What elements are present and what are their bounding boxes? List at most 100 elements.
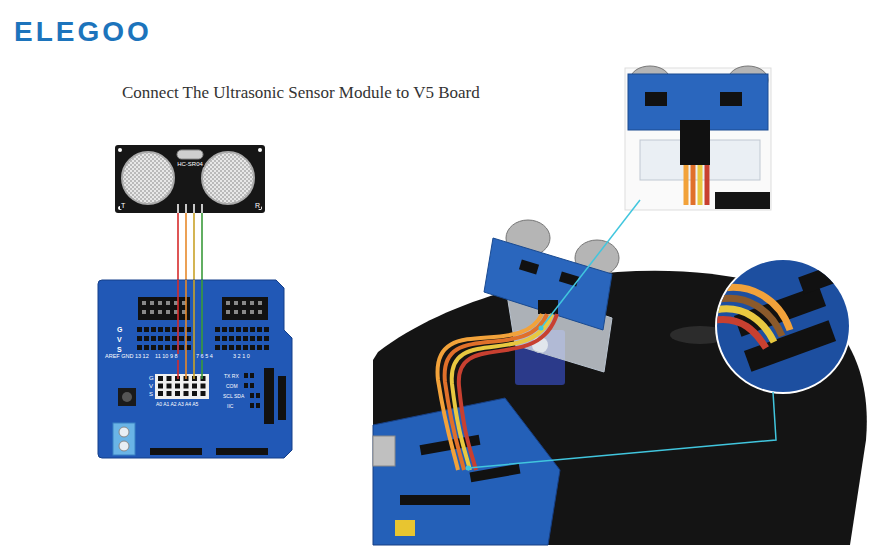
pin <box>179 327 184 332</box>
pin-header <box>278 376 286 420</box>
sensor-pin <box>193 204 195 213</box>
pin <box>151 336 156 341</box>
pin <box>144 345 149 350</box>
reset-button <box>118 388 136 406</box>
pin <box>215 336 220 341</box>
pin <box>172 327 177 332</box>
sensor-wire <box>177 213 179 280</box>
pin <box>175 391 180 396</box>
pin <box>150 310 154 314</box>
brand-logo: ELEGOO <box>14 18 152 46</box>
pin <box>179 336 184 341</box>
sensor-wire <box>193 213 195 280</box>
pin <box>201 384 206 389</box>
wire <box>705 165 710 205</box>
car-board <box>373 398 560 545</box>
v5-shield-board: GVSAREF GND 13 1211 10 9 87 6 5 43 2 1 0… <box>98 280 292 462</box>
pin-header <box>264 368 274 424</box>
pin <box>158 301 162 305</box>
pin <box>142 301 146 305</box>
pin-label: IIC <box>226 404 234 409</box>
pin-header <box>798 264 842 295</box>
pin <box>226 310 230 314</box>
pin <box>158 310 162 314</box>
pin-label: V <box>116 336 123 343</box>
pin <box>158 384 163 389</box>
chip <box>559 272 579 287</box>
pin <box>229 345 234 350</box>
pin <box>222 345 227 350</box>
pin <box>244 373 248 378</box>
terminal-block <box>113 423 135 455</box>
pin <box>243 336 248 341</box>
wire <box>715 319 766 348</box>
sensor-wire <box>185 213 187 280</box>
wire <box>185 280 187 379</box>
wire <box>691 165 696 205</box>
pin <box>250 393 254 398</box>
pin-numbers: 11 10 9 8 <box>154 354 179 360</box>
pin <box>242 301 246 305</box>
pin <box>137 336 142 341</box>
closeup-frame <box>625 68 771 210</box>
pin <box>243 345 248 350</box>
pin <box>229 327 234 332</box>
capacitor <box>395 520 415 536</box>
pin <box>166 310 170 314</box>
pin <box>179 345 184 350</box>
pin <box>158 391 163 396</box>
pin <box>137 327 142 332</box>
pin-header <box>400 495 470 505</box>
pin-label: G <box>148 375 155 381</box>
pin <box>258 310 262 314</box>
pin <box>264 336 269 341</box>
chip <box>519 260 539 275</box>
reset-button <box>122 392 132 402</box>
pin <box>144 327 149 332</box>
closeup-circle <box>710 255 860 400</box>
pin-label: S <box>148 391 154 397</box>
pin <box>215 327 220 332</box>
pin <box>151 345 156 350</box>
pin <box>158 376 163 381</box>
pin <box>256 403 260 408</box>
pin-numbers: 7 6 5 4 <box>195 354 214 360</box>
pin-numbers: AREF GND 13 12 <box>104 354 150 360</box>
pin <box>243 327 248 332</box>
pin <box>158 336 163 341</box>
pin-header <box>138 297 190 320</box>
mount-hole <box>258 148 262 152</box>
pin <box>142 310 146 314</box>
ultrasonic-sensor: HC-SR04TR <box>115 145 265 213</box>
pin-label: V <box>148 383 154 389</box>
pin <box>215 345 220 350</box>
board-shape <box>98 280 292 462</box>
terminal-screw <box>119 441 129 451</box>
sensor-shape <box>115 145 265 213</box>
transducer-label: T <box>120 202 126 209</box>
transducer <box>122 152 174 204</box>
pin <box>144 336 149 341</box>
pin <box>150 301 154 305</box>
pin <box>264 345 269 350</box>
pin <box>165 336 170 341</box>
pin <box>175 384 180 389</box>
terminal-screw <box>119 427 129 437</box>
pin <box>250 336 255 341</box>
pin-header <box>150 448 202 455</box>
pin <box>258 301 262 305</box>
board-outline <box>98 280 292 458</box>
pin <box>192 384 197 389</box>
pin <box>184 384 189 389</box>
usb-port <box>373 436 395 466</box>
sensor-pin <box>177 204 179 213</box>
wire <box>698 165 703 205</box>
leader-dot <box>466 466 471 471</box>
pin-label: G <box>116 326 123 333</box>
pin-header <box>222 297 268 320</box>
crystal <box>177 150 203 159</box>
pin <box>250 310 254 314</box>
pin <box>250 403 254 408</box>
pin-numbers: 3 2 1 0 <box>232 354 251 360</box>
pin <box>236 345 241 350</box>
